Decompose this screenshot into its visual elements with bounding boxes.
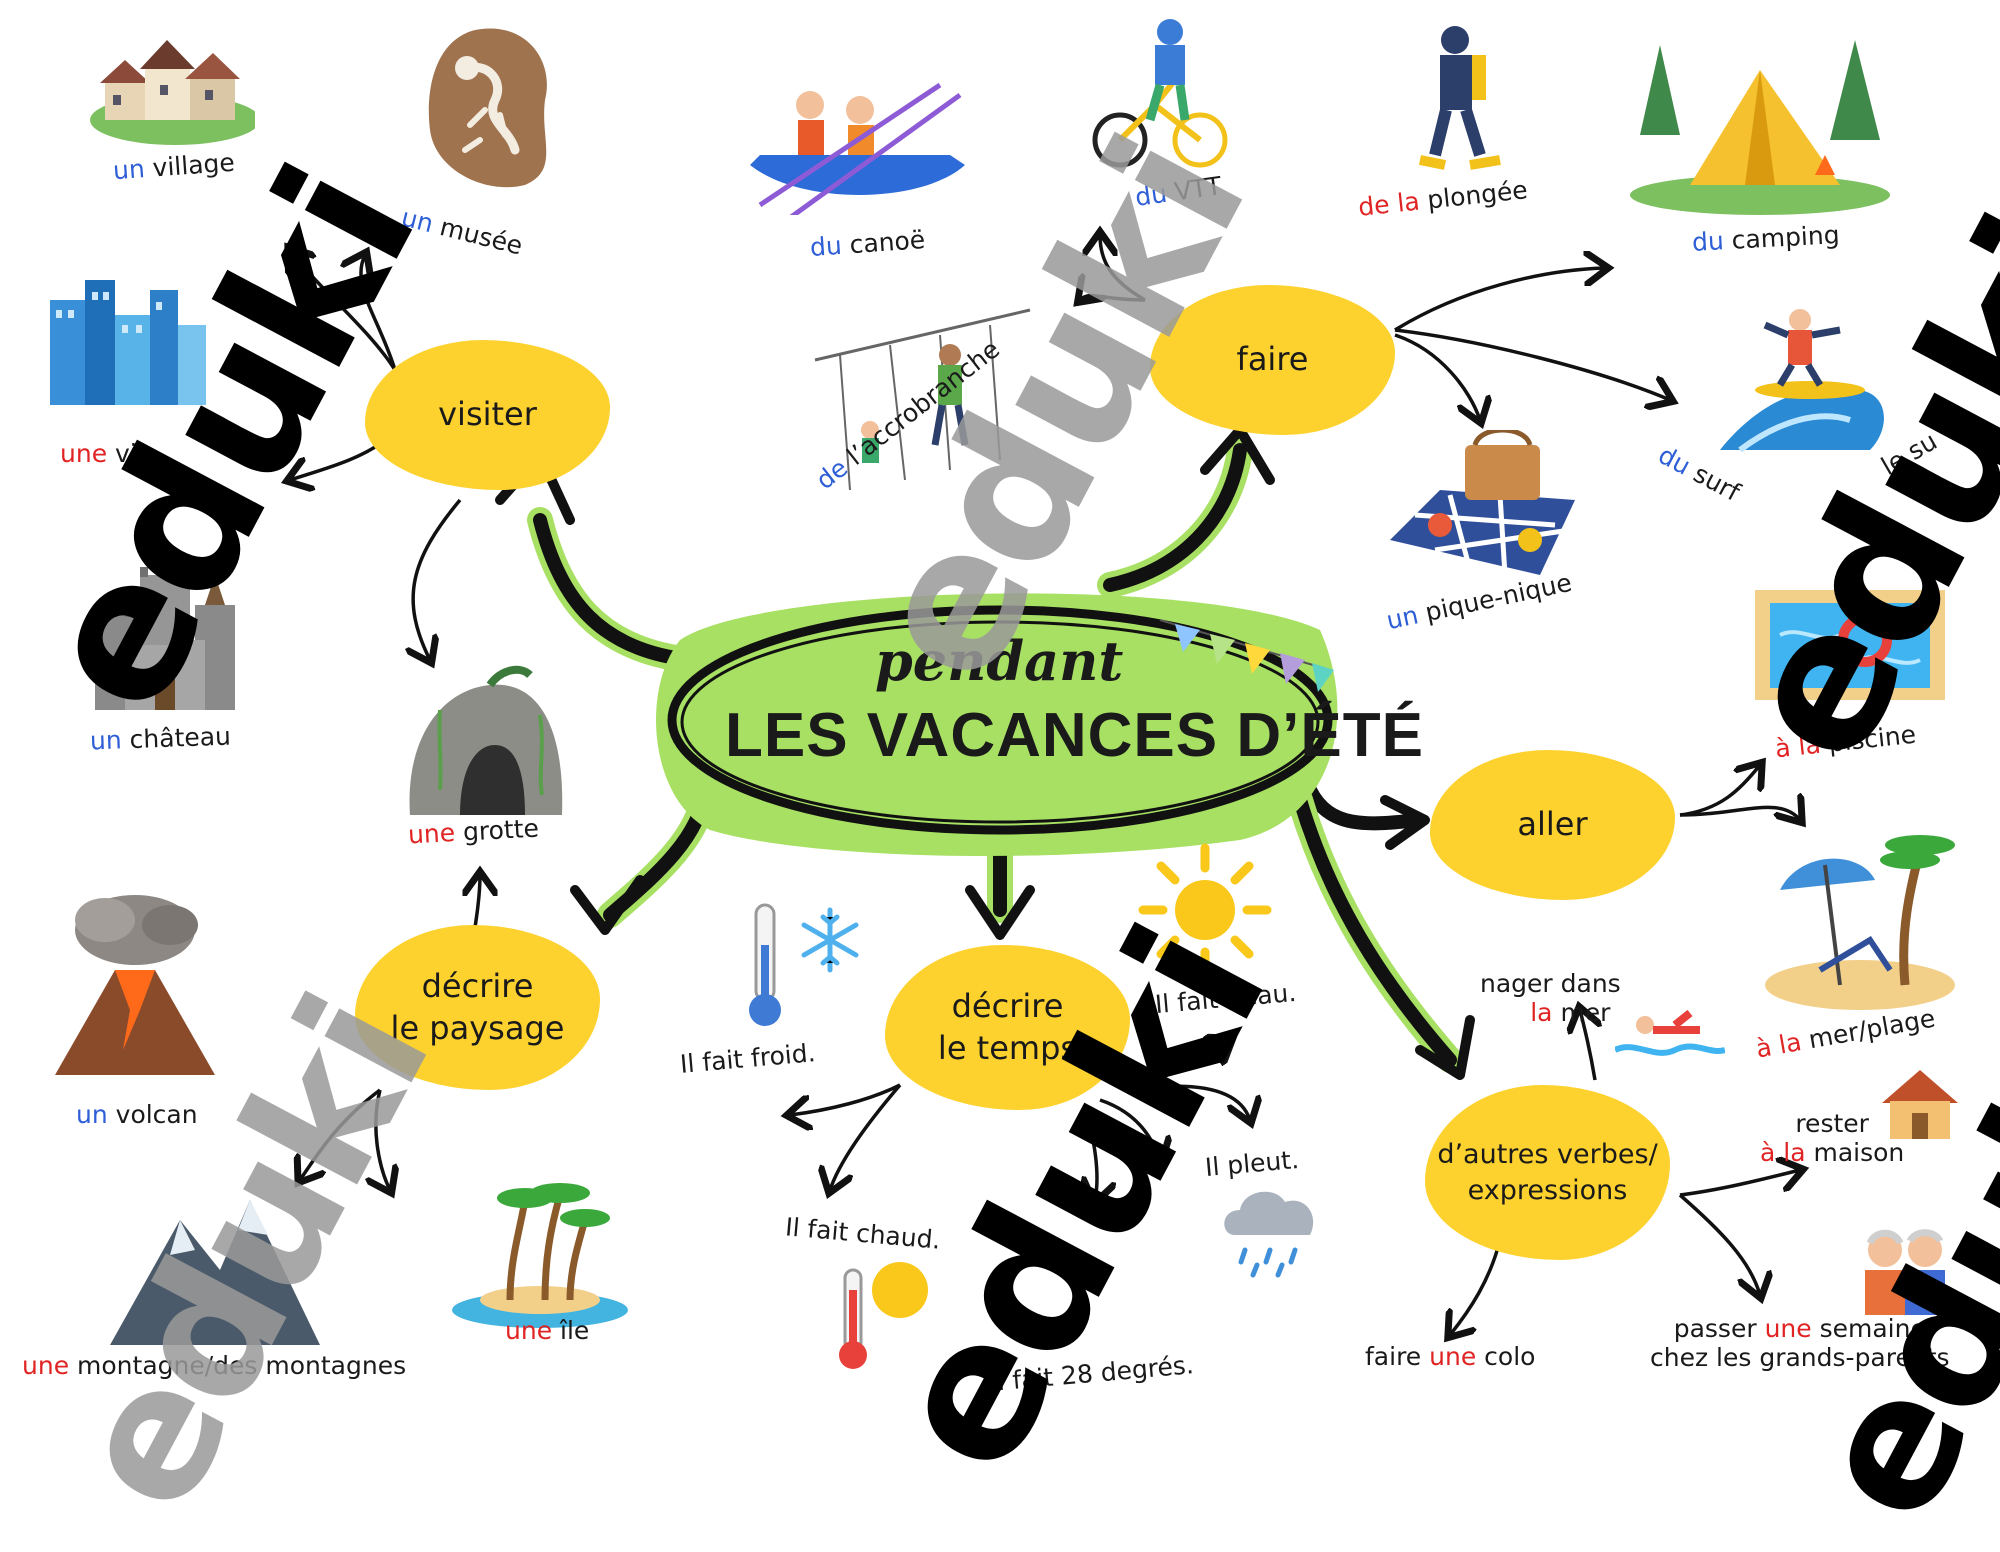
label-volcan: un volcan xyxy=(76,1100,198,1130)
blob-paysage-line2: le paysage xyxy=(390,1008,565,1047)
article: un xyxy=(89,725,123,756)
article: un xyxy=(112,154,146,186)
word: maison xyxy=(1805,1137,1905,1167)
village-icon xyxy=(90,40,255,145)
label-ville: une vi xyxy=(60,439,137,469)
word: village xyxy=(143,147,236,184)
island-icon xyxy=(452,1183,628,1328)
word: volcan xyxy=(107,1100,198,1129)
treetop-icon xyxy=(814,308,1031,491)
tent-icon xyxy=(1630,40,1890,215)
diver-icon xyxy=(1419,26,1501,170)
bike-icon xyxy=(1092,19,1228,168)
city-icon xyxy=(50,280,206,405)
blob-autres-line2: expressions xyxy=(1467,1174,1628,1206)
swimmer-icon xyxy=(1615,1009,1725,1056)
article: une xyxy=(505,1316,553,1345)
line1: rester xyxy=(1795,1109,1869,1138)
line2: chez les grands-parents xyxy=(1650,1342,1950,1372)
pre: passer xyxy=(1673,1314,1765,1343)
article: une xyxy=(1429,1342,1477,1371)
beach-icon xyxy=(1765,835,1955,1010)
word: vi xyxy=(107,439,137,468)
blob-aller: aller xyxy=(1430,750,1675,900)
word: montagne/des montagnes xyxy=(69,1351,407,1380)
mountain-icon xyxy=(110,1200,320,1345)
blob-paysage-line1: décrire xyxy=(421,966,534,1005)
blob-aller-label: aller xyxy=(1517,805,1588,844)
line1: nager dans xyxy=(1480,969,1621,998)
word: colo xyxy=(1476,1342,1536,1371)
label-ile: une île xyxy=(505,1316,590,1346)
blob-visiter: visiter xyxy=(365,340,610,490)
word: semaine xyxy=(1811,1314,1926,1343)
article: la xyxy=(1530,997,1553,1027)
blob-visiter-label: visiter xyxy=(438,395,537,434)
canoe-icon xyxy=(750,82,965,215)
bunting-icon xyxy=(1159,619,1334,692)
article: de la xyxy=(1356,186,1422,222)
grandparents-icon xyxy=(1865,1229,1945,1315)
article: une xyxy=(1764,1314,1812,1343)
word: grotte xyxy=(454,813,540,847)
museum-fossil-icon xyxy=(428,28,547,188)
label-montagne: une montagne/des montagnes xyxy=(22,1351,407,1381)
center-title: LES VACANCES D’ÉTÉ xyxy=(725,701,1424,770)
thermometer-icon xyxy=(749,903,781,1026)
blob-temps-line1: décrire xyxy=(951,986,1064,1025)
center-title-frame xyxy=(656,593,1338,857)
article: un xyxy=(76,1100,108,1129)
mind-map: pendant LES VACANCES D’ÉTÉ visiter faire… xyxy=(0,19,2000,1552)
blob-autres: d’autres verbes/expressions xyxy=(1425,1085,1670,1260)
sun-icon xyxy=(1138,843,1272,977)
center-subtitle: pendant xyxy=(875,629,1124,693)
volcano-icon xyxy=(55,895,215,1075)
hot-thermometer-icon xyxy=(839,1262,928,1369)
label-colo: faire une colo xyxy=(1365,1342,1536,1372)
blob-autres-line1: d’autres verbes/ xyxy=(1437,1139,1658,1171)
snowflake-icon xyxy=(801,907,859,973)
article: une xyxy=(407,817,456,850)
pool-icon xyxy=(1755,590,1945,700)
article: du xyxy=(809,230,843,262)
word: camping xyxy=(1722,220,1841,256)
rain-cloud-icon xyxy=(1224,1191,1314,1278)
article: une xyxy=(60,439,108,468)
blob-temps-line2: le temps xyxy=(937,1028,1078,1067)
word: mer xyxy=(1552,997,1611,1027)
cave-icon xyxy=(409,665,563,815)
blob-faire-label: faire xyxy=(1236,340,1309,379)
house-icon xyxy=(1882,1070,1958,1139)
word: canoë xyxy=(840,225,927,260)
surfer-icon xyxy=(1720,309,1884,453)
word: île xyxy=(552,1316,590,1345)
article: une xyxy=(22,1351,70,1380)
blob-faire: faire xyxy=(1150,285,1395,435)
article: du xyxy=(1691,226,1725,257)
castle-icon xyxy=(95,567,235,710)
pre: faire xyxy=(1365,1342,1430,1371)
picnic-icon xyxy=(1390,430,1575,576)
article: à la xyxy=(1760,1137,1806,1167)
